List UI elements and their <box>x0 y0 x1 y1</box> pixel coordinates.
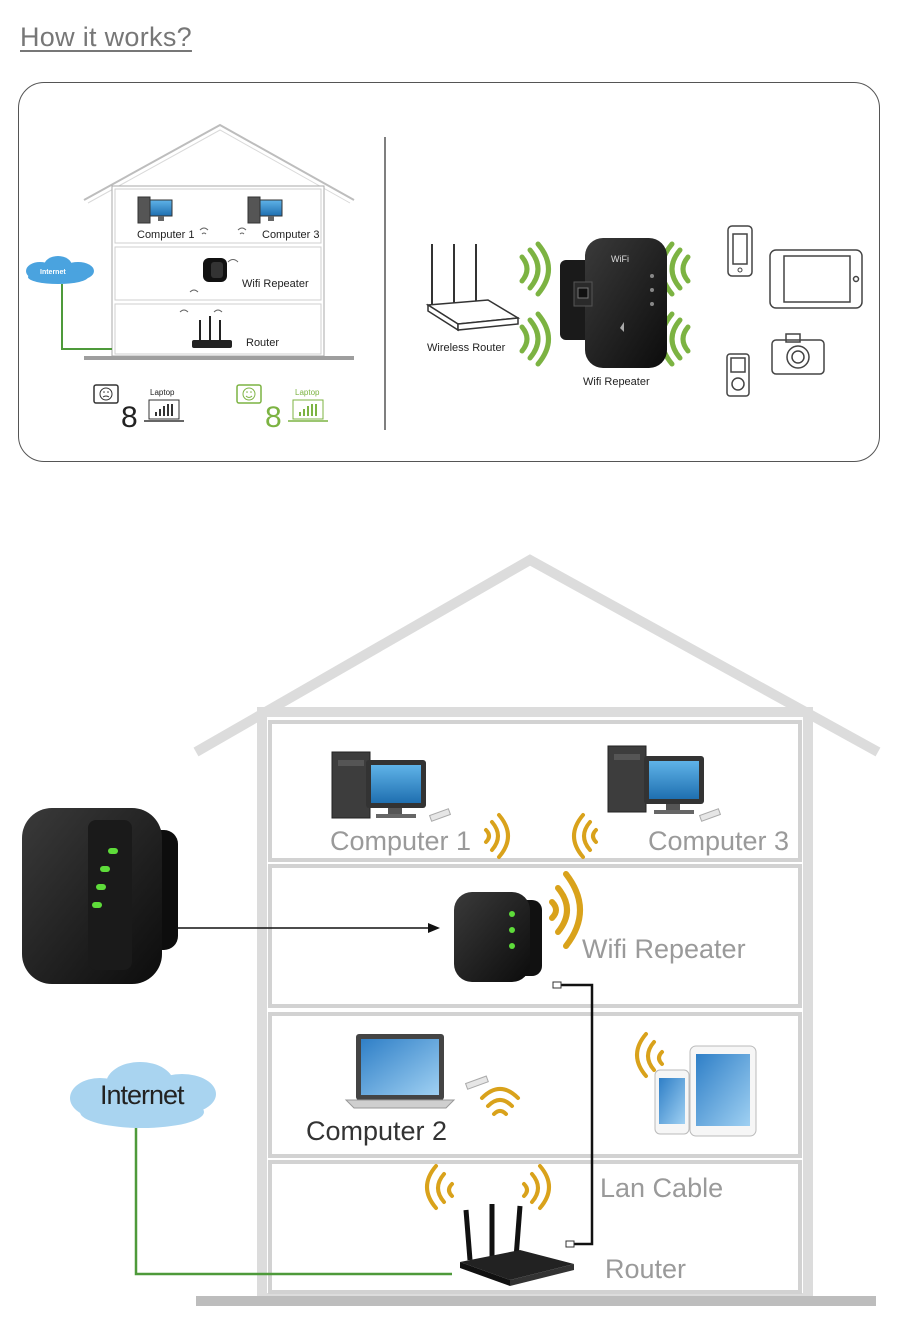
computer-1-icon <box>331 751 452 822</box>
computer-3-label-small: Computer 3 <box>262 229 319 241</box>
wifi-signal-computer-1 <box>484 813 510 859</box>
signal-icon-small-4 <box>179 309 223 313</box>
repeater-brand-label: WiFi <box>611 254 629 264</box>
wifi-repeater-device-icon <box>560 238 667 368</box>
device-count-good: 8 <box>265 401 282 434</box>
wifi-repeater-label: Wifi Repeater <box>582 934 746 964</box>
tablet-icon <box>769 249 863 309</box>
phone-screen <box>732 233 748 265</box>
device-count-bad: 8 <box>121 401 138 434</box>
wifi-signal-computer-3 <box>572 813 598 859</box>
repeater-icon-small <box>203 258 227 282</box>
wireless-router-outline-icon <box>425 244 521 332</box>
tablet-screen <box>783 255 851 303</box>
wifi-repeater-label-top: Wifi Repeater <box>583 376 650 388</box>
phone-icon <box>727 225 753 277</box>
computer-2-label: Computer 2 <box>306 1116 447 1146</box>
router-icon-small <box>192 316 232 348</box>
computer-3-icon <box>607 745 722 822</box>
lan-cable-line <box>553 983 594 1246</box>
wifi-signal-laptop <box>480 1087 520 1116</box>
signal-icon-small-2 <box>237 227 247 235</box>
router-label: Router <box>605 1254 686 1284</box>
wifi-repeater-label-small: Wifi Repeater <box>242 278 309 290</box>
internet-line <box>134 1128 452 1276</box>
wifi-repeater-product-image <box>22 808 178 984</box>
lan-port-bottom <box>565 1240 575 1248</box>
wifi-repeater-icon <box>454 892 542 982</box>
laptop-weak-signal-icon <box>144 399 184 422</box>
router-icon <box>460 1204 574 1286</box>
camera-icon <box>771 339 825 375</box>
phone-tablet-icon <box>654 1045 757 1137</box>
wireless-router-label: Wireless Router <box>427 342 506 354</box>
laptop-label-good: Laptop <box>295 388 320 397</box>
sad-face-icon <box>93 384 119 404</box>
internet-label-small: Internet <box>40 269 66 276</box>
computer-3-label: Computer 3 <box>648 826 789 856</box>
music-player-icon <box>726 353 750 397</box>
laptop-strong-signal-icon <box>288 399 328 422</box>
internet-line-small <box>61 284 112 350</box>
laptop-icon <box>344 1034 489 1109</box>
computer-1-label: Computer 1 <box>330 826 471 856</box>
signal-icon-small-1 <box>199 227 209 235</box>
page-heading: How it works? <box>20 22 192 52</box>
lan-port-top <box>552 981 562 989</box>
wifi-signal-tablet <box>635 1032 664 1078</box>
internet-cloud-small <box>26 256 94 284</box>
happy-face-icon <box>236 384 262 404</box>
router-label-small: Router <box>246 337 279 349</box>
device-outlines <box>726 225 863 397</box>
computer-1-icon-small <box>137 196 173 224</box>
signal-icon-small-3 <box>189 259 239 293</box>
wifi-signal-router <box>425 1164 551 1210</box>
lan-cable-label: Lan Cable <box>600 1173 723 1203</box>
pointer-arrow-head <box>428 923 440 933</box>
internet-label: Internet <box>100 1080 185 1110</box>
internet-cloud <box>70 1062 216 1128</box>
computer-1-label-small: Computer 1 <box>137 229 194 241</box>
wifi-signal-repeater <box>549 871 583 949</box>
computer-3-icon-small <box>247 196 283 224</box>
laptop-label-bad: Laptop <box>150 388 175 397</box>
